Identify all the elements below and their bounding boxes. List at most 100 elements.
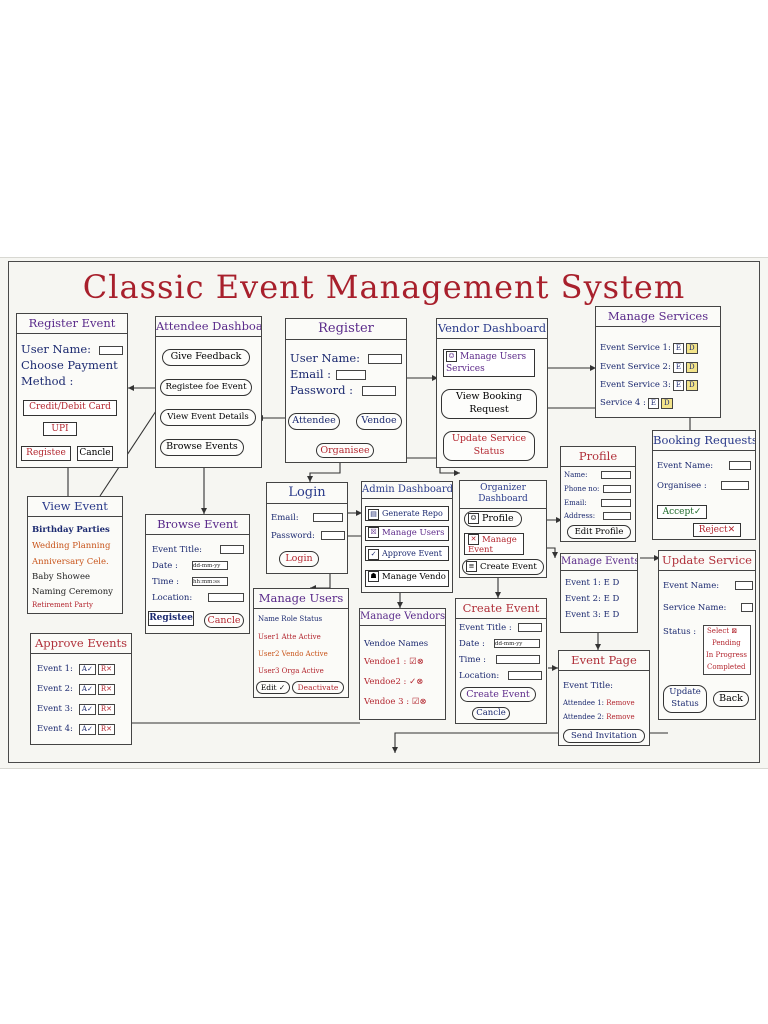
reg-password-field[interactable] xyxy=(362,386,396,396)
be-location-field[interactable] xyxy=(208,593,244,602)
reject-icon[interactable]: ⊗ xyxy=(416,677,424,687)
ep-attendee-1: Attendee 1: Remove xyxy=(563,699,635,707)
reg-email-label: Email : xyxy=(290,367,332,381)
approve-icon[interactable]: ✓ xyxy=(409,677,417,687)
service-row-3-label: Event Service 3: xyxy=(600,380,671,390)
create-event-title: Create Event xyxy=(456,599,546,619)
profile-name-field[interactable] xyxy=(601,471,631,479)
status-option-select[interactable]: Select ⊠ xyxy=(707,627,738,635)
approve-button[interactable]: A✓ xyxy=(78,684,96,695)
delete-chip[interactable]: D xyxy=(685,362,698,373)
ce-location-label: Location: xyxy=(459,671,500,681)
register-for-event-button[interactable]: Registee foe Event xyxy=(160,379,252,396)
manage-users-services-button[interactable]: ☺Manage Users Services xyxy=(443,349,535,377)
back-button[interactable]: Back xyxy=(713,691,749,707)
view-event-item-1: Birthday Parties xyxy=(32,525,110,535)
ce-event-title-field[interactable] xyxy=(518,623,542,632)
reject-icon[interactable]: ⊗ xyxy=(419,697,427,707)
org-create-event-button[interactable]: ≡Create Event xyxy=(462,559,544,575)
organiser-button[interactable]: Organisee xyxy=(316,443,374,458)
br-event-name-field[interactable] xyxy=(729,461,751,470)
ce-location-field[interactable] xyxy=(508,671,542,680)
register-button[interactable]: Registee xyxy=(21,446,71,461)
manage-users-button[interactable]: ☒Manage Users xyxy=(365,526,449,541)
login-email-field[interactable] xyxy=(313,513,343,522)
remove-link[interactable]: Remove xyxy=(606,713,635,721)
ce-date-field[interactable]: dd-mm-yy xyxy=(494,639,540,648)
ce-time-field[interactable] xyxy=(496,655,540,664)
reject-button[interactable]: R✕ xyxy=(97,724,115,735)
status-select[interactable]: Select ⊠ Pending In Progress Completed xyxy=(703,625,751,675)
approve-button[interactable]: A✓ xyxy=(78,704,96,715)
edit-profile-button[interactable]: Edit Profile xyxy=(567,525,631,539)
org-create-event-label: Create Event xyxy=(480,562,537,572)
user-name-field[interactable] xyxy=(99,346,123,355)
send-invitation-button[interactable]: Send Invitation xyxy=(563,729,645,743)
status-option-completed[interactable]: Completed xyxy=(707,663,746,671)
org-manage-event-button[interactable]: ✕Manage Event xyxy=(464,533,524,555)
edit-chip[interactable]: E xyxy=(672,343,684,354)
approve-button[interactable]: A✓ xyxy=(78,724,96,735)
mu-edit-button[interactable]: Edit ✓ xyxy=(256,681,290,694)
view-event-details-button[interactable]: View Event Details xyxy=(160,409,256,426)
ce-create-button[interactable]: Create Event xyxy=(460,687,536,702)
mu-deactivate-button[interactable]: Deactivate xyxy=(292,681,344,694)
ep-attendee-2: Attendee 2: Remove xyxy=(563,713,635,721)
me-row-3: Event 3: E D xyxy=(565,610,620,620)
edit-chip[interactable]: E xyxy=(672,380,684,391)
reject-icon[interactable]: ⊗ xyxy=(416,657,424,667)
credit-debit-button[interactable]: Credit/Debit Card xyxy=(23,400,117,416)
delete-chip[interactable]: D xyxy=(685,380,698,391)
be-time-field[interactable]: hh:mm:ss xyxy=(192,577,228,586)
cancel-button[interactable]: Cancle xyxy=(77,446,113,461)
generate-report-button[interactable]: ▤Generate Repo xyxy=(365,506,449,521)
reject-button[interactable]: R✕ xyxy=(97,704,115,715)
login-password-field[interactable] xyxy=(321,531,345,540)
method-label: Method : xyxy=(21,374,74,388)
reject-button[interactable]: R✕ xyxy=(97,684,115,695)
us-status-label: Status : xyxy=(663,627,697,637)
reg-email-field[interactable] xyxy=(336,370,366,380)
ce-cancel-button[interactable]: Cancle xyxy=(472,707,510,720)
approve-button[interactable]: A✓ xyxy=(78,664,96,675)
profile-address-field[interactable] xyxy=(603,512,631,520)
reject-button[interactable]: Reject✕ xyxy=(693,523,741,537)
status-option-in-progress[interactable]: In Progress xyxy=(706,651,747,659)
remove-link[interactable]: Remove xyxy=(606,699,635,707)
br-organiser-field[interactable] xyxy=(721,481,749,490)
us-event-name-field[interactable] xyxy=(735,581,753,590)
profile-address-label: Address: xyxy=(564,512,596,520)
view-booking-request-button[interactable]: View Booking Request xyxy=(441,389,537,419)
upi-button[interactable]: UPI xyxy=(43,422,77,436)
be-cancel-button[interactable]: Cancle xyxy=(204,613,244,628)
accept-button[interactable]: Accept✓ xyxy=(657,505,707,519)
approve-icon[interactable]: ☑ xyxy=(409,657,417,667)
give-feedback-button[interactable]: Give Feedback xyxy=(162,349,250,366)
approve-event-button[interactable]: ✓Approve Event xyxy=(365,546,449,561)
edit-chip[interactable]: E xyxy=(647,398,660,409)
vendor-button[interactable]: Vendoe xyxy=(356,413,402,430)
attendee-button[interactable]: Attendee xyxy=(288,413,340,430)
update-service-status-button[interactable]: Update Service Status xyxy=(443,431,535,461)
be-register-button[interactable]: Registee xyxy=(148,611,194,626)
mu-row-2: User2 Vendo Active xyxy=(258,650,328,658)
manage-users-services-label: Manage Users Services xyxy=(446,352,527,374)
status-option-pending[interactable]: Pending xyxy=(712,639,741,647)
delete-chip[interactable]: D xyxy=(661,398,673,409)
be-event-title-field[interactable] xyxy=(220,545,244,554)
browse-events-button[interactable]: Browse Events xyxy=(160,439,244,456)
be-date-field[interactable]: dd-mm-yy xyxy=(192,561,228,570)
admin-manage-vendors-label: Manage Vendo xyxy=(382,572,446,582)
update-status-button[interactable]: Update Status xyxy=(663,685,707,713)
profile-phone-field[interactable] xyxy=(603,485,631,493)
reject-button[interactable]: R✕ xyxy=(97,664,115,675)
reg-user-name-field[interactable] xyxy=(368,354,402,364)
us-service-name-field[interactable] xyxy=(741,603,753,612)
org-profile-button[interactable]: ☺Profile xyxy=(464,511,522,527)
edit-chip[interactable]: E xyxy=(672,362,684,373)
login-button[interactable]: Login xyxy=(279,551,319,567)
manage-vendors-button[interactable]: ☗Manage Vendo xyxy=(365,570,449,587)
profile-email-field[interactable] xyxy=(601,499,631,507)
approve-icon[interactable]: ☑ xyxy=(411,697,420,707)
delete-chip[interactable]: D xyxy=(685,343,698,354)
